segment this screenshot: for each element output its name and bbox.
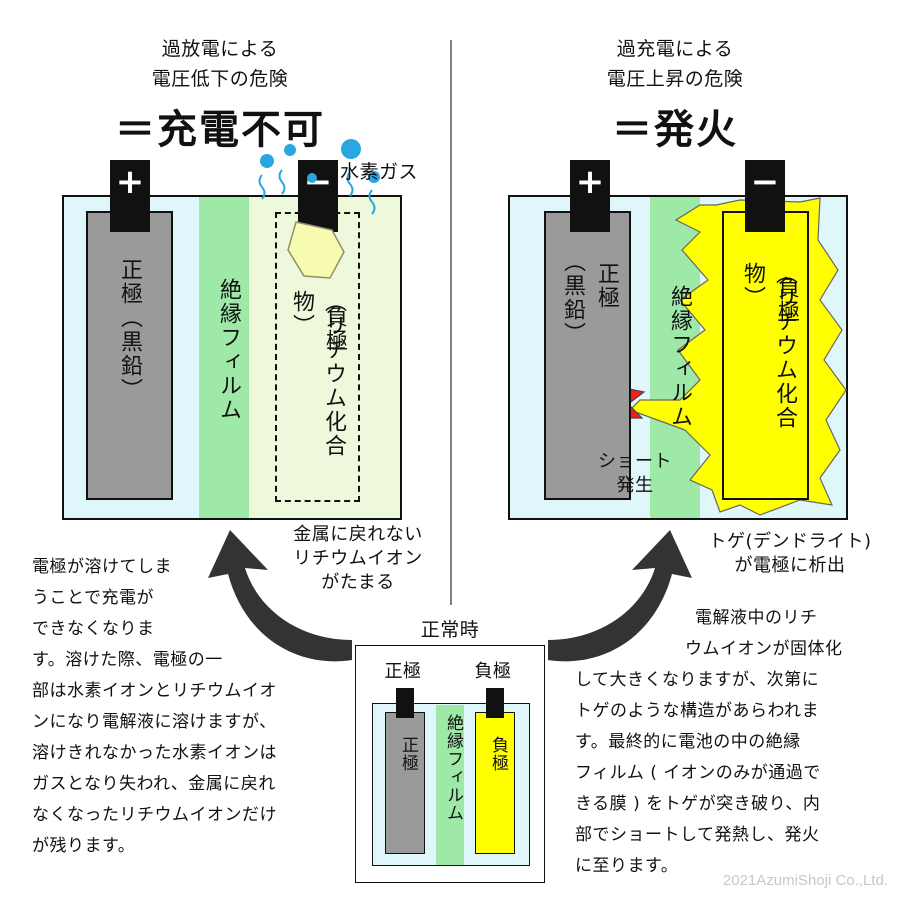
left-explanation: 電極が溶けてしま うことで充電が できなくなりま す。溶けた際、電極の一 部は水… — [32, 552, 362, 862]
normal-negative-terminal — [486, 688, 504, 718]
normal-film-label: 絶縁フィルム — [443, 714, 463, 822]
left-curved-arrow-icon — [208, 530, 352, 662]
left-positive-label: 正極（黒鉛） — [117, 258, 142, 402]
right-explanation: 電解液中のリチ ウムイオンが固体化 して大きくなりますが、次第に トゲのような構… — [575, 603, 895, 882]
left-explanation-line: が残ります。 — [32, 836, 136, 856]
right-negative-label-a: 負極 — [774, 276, 799, 324]
dendrite-label: トゲ(デンドライト) が電極に析出 — [690, 530, 890, 578]
left-explanation-line: 溶けきれなかった水素イオンは — [32, 743, 277, 763]
right-headline: ＝発火 — [612, 107, 738, 153]
normal-negative-electrode — [475, 712, 515, 854]
left-positive-electrode — [86, 211, 173, 500]
left-explanation-line: なくなったリチウムイオンだけ — [32, 805, 277, 825]
residue-label-line1: 金属に戻れない — [293, 524, 423, 545]
normal-positive-terminal — [396, 688, 414, 718]
right-explanation-line: 部でショートして発熱し、発火 — [575, 825, 820, 845]
gas-wave-icon — [368, 189, 376, 215]
gas-wave-icon — [258, 174, 266, 200]
right-negative-terminal: − — [745, 160, 785, 232]
right-explanation-line: 電解液中のリチ — [695, 608, 818, 628]
gas-wave-icon — [278, 169, 286, 195]
right-positive-label-a: 正極 — [594, 262, 619, 310]
gas-bubble-icon — [260, 154, 274, 168]
right-explanation-line: して大きくなりますが、次第に — [575, 670, 820, 690]
gas-bubble-icon — [341, 139, 361, 159]
left-negative-label-a: 負極 — [322, 305, 347, 353]
left-subtitle-line2: 電圧低下の危険 — [151, 68, 289, 90]
right-subtitle-line1: 過充電による — [616, 38, 734, 60]
right-explanation-line: ウムイオンが固体化 — [685, 639, 843, 659]
right-subtitle-line2: 電圧上昇の危険 — [606, 68, 744, 90]
left-positive-terminal: + — [110, 160, 150, 232]
normal-positive-title: 正極 — [384, 661, 422, 682]
right-positive-electrode — [544, 211, 631, 500]
left-insulating-film — [199, 197, 249, 518]
right-positive-label-b: （黒鉛） — [560, 250, 585, 346]
left-dissolving-lithium-shape — [287, 221, 345, 279]
right-explanation-line: トゲのような構造があらわれま — [575, 701, 820, 721]
left-explanation-line: す。溶けた際、電極の一 — [32, 650, 223, 670]
right-curved-arrow-icon — [548, 530, 692, 662]
right-negative-label-b: （リチウム化合物） — [740, 262, 797, 430]
left-explanation-line: うことで充電が — [32, 588, 154, 608]
left-explanation-line: ンになり電解液に溶けますが、 — [32, 712, 277, 732]
left-plus-icon: + — [115, 162, 145, 202]
dendrite-label-line2: が電極に析出 — [734, 555, 846, 576]
right-explanation-line: す。最終的に電池の中の絶縁 — [575, 732, 801, 752]
left-negative-terminal: − — [298, 160, 338, 232]
left-subtitle: 過放電による 電圧低下の危険 — [100, 34, 340, 94]
normal-positive-label: 正極 — [398, 736, 418, 772]
left-explanation-line: 部は水素イオンとリチウムイオ — [32, 681, 277, 701]
left-explanation-line: できなくなりま — [32, 619, 155, 639]
dendrite-label-line1: トゲ(デンドライト) — [708, 531, 872, 552]
gas-bubble-icon — [368, 171, 380, 183]
right-subtitle: 過充電による 電圧上昇の危険 — [555, 34, 795, 94]
copyright-text: 2021AzumiShoji Co.,Ltd. — [722, 872, 888, 889]
right-plus-icon: + — [575, 162, 605, 202]
normal-negative-label: 負極 — [488, 736, 508, 772]
right-dendrite-shape — [628, 197, 847, 516]
normal-negative-title: 負極 — [474, 661, 512, 682]
gas-bubble-icon — [307, 173, 317, 183]
short-label: ショート 発生 — [580, 450, 690, 498]
left-subtitle-line1: 過放電による — [161, 38, 279, 60]
residue-label-line2: リチウムイオン — [293, 548, 423, 569]
right-explanation-line: きる膜 ) をトゲが突き破り、内 — [575, 794, 821, 814]
right-explanation-line: に至ります。 — [575, 856, 679, 876]
short-label-line1: ショート — [598, 451, 672, 472]
left-minus-icon: − — [303, 162, 333, 202]
right-minus-icon: − — [750, 162, 780, 202]
gas-wave-icon — [346, 171, 354, 197]
normal-title: 正常時 — [420, 619, 480, 641]
hydrogen-gas-label: 水素ガス — [340, 161, 419, 183]
normal-insulating-film — [436, 705, 464, 865]
residue-label-line3: がたまる — [321, 572, 395, 593]
residue-label: 金属に戻れない リチウムイオン がたまる — [278, 523, 438, 595]
left-negative-label-b: （リチウム化合物） — [289, 290, 346, 458]
right-explanation-line: フィルム ( イオンのみが通過で — [575, 763, 821, 783]
right-film-label: 絶縁フィルム — [667, 285, 692, 429]
left-explanation-line: 電極が溶けてしま — [32, 557, 172, 577]
right-positive-terminal: + — [570, 160, 610, 232]
left-film-label: 絶縁フィルム — [216, 278, 241, 422]
short-label-line2: 発生 — [616, 475, 654, 496]
gas-bubble-icon — [284, 144, 296, 156]
left-explanation-line: ガスとなり失われ、金属に戻れ — [32, 774, 276, 794]
